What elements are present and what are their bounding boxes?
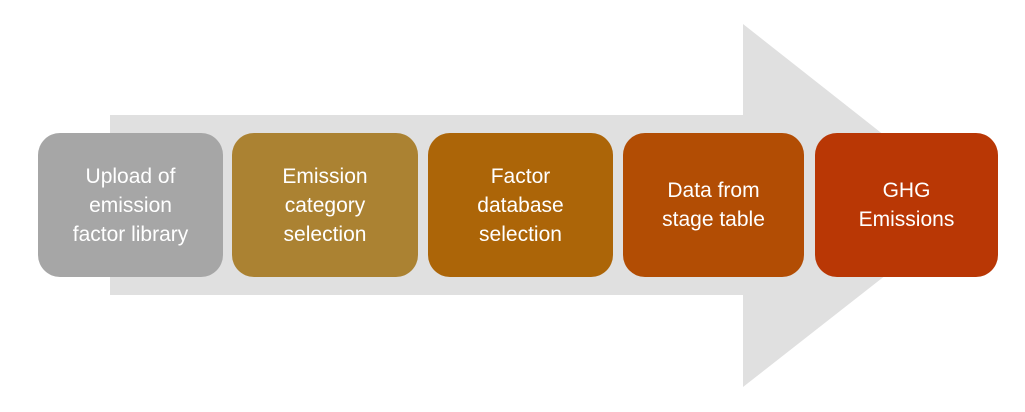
step-label: Upload of emission factor library <box>72 164 189 246</box>
step-label: Data from stage table <box>662 179 765 231</box>
step-label: GHG Emissions <box>858 179 955 231</box>
step-upload-emission-factor-library: Upload of emission factor library <box>38 133 223 277</box>
step-emission-category-selection: Emission category selection <box>232 133 418 277</box>
step-ghg-emissions: GHG Emissions <box>815 133 998 277</box>
step-factor-database-selection: Factor database selection <box>428 133 613 277</box>
step-label: Factor database selection <box>477 164 564 246</box>
step-data-from-stage-table: Data from stage table <box>623 133 804 277</box>
step-label: Emission category selection <box>282 164 368 246</box>
